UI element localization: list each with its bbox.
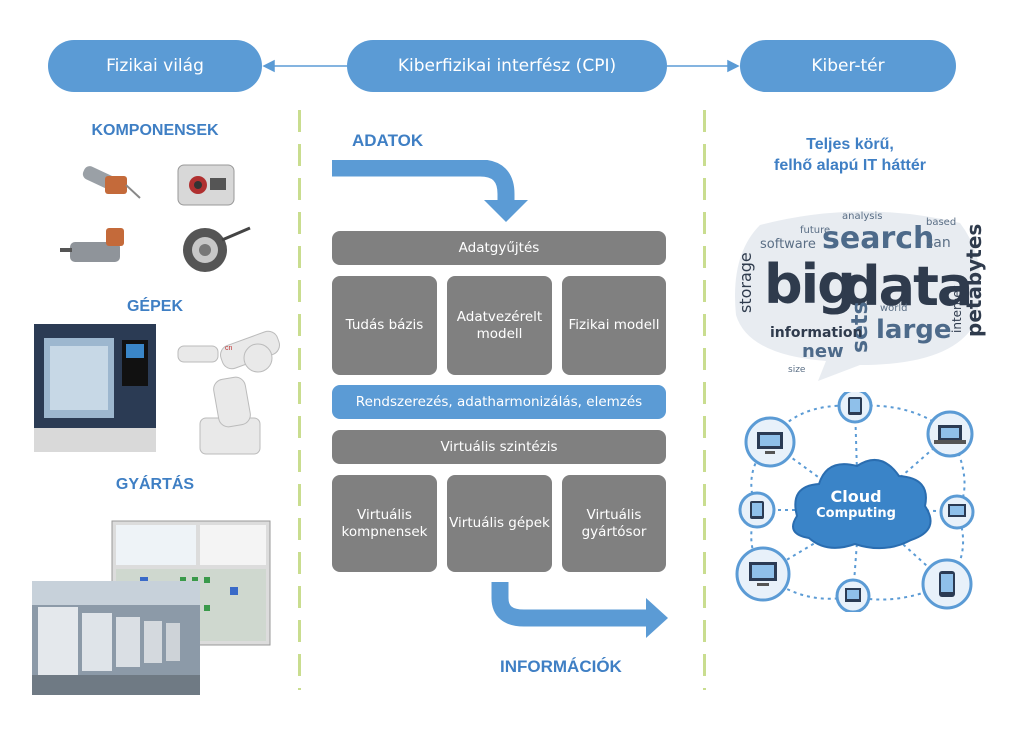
robot-arm-icon: cn xyxy=(177,330,280,455)
word-new: new xyxy=(802,341,844,362)
word-future: future xyxy=(800,225,831,236)
connector-icon xyxy=(60,228,124,262)
svg-text:cn: cn xyxy=(225,345,233,352)
word-information: information xyxy=(770,325,863,341)
big-data-word-cloud: big data search software storage petabyt… xyxy=(730,205,990,385)
sensor-icon xyxy=(82,166,141,199)
cnc-machine-icon xyxy=(34,324,156,452)
arrow-to-cyber xyxy=(667,59,740,73)
knowledge-base-box: Tudás bázis xyxy=(332,276,437,375)
tablet-node-left-icon xyxy=(738,491,776,529)
cloud-shape xyxy=(792,458,932,550)
word-search: search xyxy=(822,221,935,256)
word-large: large xyxy=(876,315,952,345)
cpi-pill: Kiberfizikai interfész (CPI) xyxy=(347,40,667,92)
device-nodes xyxy=(735,392,975,612)
word-world: world xyxy=(880,303,908,314)
virtual-synthesis-box: Virtuális szintézis xyxy=(332,430,666,464)
virtual-components-box: Virtuális kompnensek xyxy=(332,475,437,572)
monitor-node-right-icon xyxy=(939,494,975,530)
physical-model-box: Fizikai modell xyxy=(562,276,666,375)
data-driven-model-box: Adatvezérelt modell xyxy=(447,276,552,375)
it-background-title-1: Teljes körű, xyxy=(806,136,894,153)
machines-images: cn xyxy=(34,324,280,455)
word-software: software xyxy=(760,237,816,252)
laptop-node-icon xyxy=(926,410,974,458)
word-internet: internet xyxy=(950,285,964,333)
it-background-title-2: felhő alapú IT háttér xyxy=(773,157,926,174)
word-based: based xyxy=(926,217,957,228)
cloud-network xyxy=(735,392,975,612)
left-divider xyxy=(298,110,301,690)
information-arrow xyxy=(491,582,668,638)
data-arrow xyxy=(332,160,528,222)
components-images xyxy=(60,164,251,272)
desktop-node-bottom-left-icon xyxy=(735,546,791,602)
word-petabytes: petabytes xyxy=(962,223,986,337)
tablet-node-top-icon xyxy=(837,392,873,424)
cloud-label-2: Computing xyxy=(816,506,896,521)
phone-node-bottom-right-icon xyxy=(921,558,973,610)
header-arrows xyxy=(262,59,740,73)
factory-floor-icon xyxy=(32,581,200,695)
production-title: GYÁRTÁS xyxy=(115,476,195,493)
word-data: data xyxy=(842,255,973,318)
load-cell-icon xyxy=(183,226,251,272)
camera-sensor-icon xyxy=(177,164,235,206)
virtual-production-line-box: Virtuális gyártósor xyxy=(562,475,666,572)
organization-analysis-box: Rendszerezés, adatharmonizálás, elemzés xyxy=(332,385,666,419)
machines-title: GÉPEK xyxy=(126,298,183,315)
phone-node-bottom-icon xyxy=(835,578,871,612)
word-analysis: analysis xyxy=(842,211,883,222)
cyber-space-pill: Kiber-tér xyxy=(740,40,956,92)
arrow-to-physical xyxy=(262,59,347,73)
desktop-node-icon xyxy=(744,416,796,468)
data-title: ADATOK xyxy=(352,131,424,150)
word-san: san xyxy=(926,235,951,251)
word-size: size xyxy=(788,365,806,375)
cloud-label-1: Cloud xyxy=(830,487,882,506)
word-big: big xyxy=(764,253,856,316)
word-storage: storage xyxy=(736,252,755,313)
right-divider xyxy=(703,110,706,690)
information-title: INFORMÁCIÓK xyxy=(500,657,622,676)
virtual-machines-box: Virtuális gépek xyxy=(447,475,552,572)
physical-world-pill: Fizikai világ xyxy=(48,40,262,92)
data-collection-box: Adatgyűjtés xyxy=(332,231,666,265)
components-title: KOMPONENSEK xyxy=(91,122,219,139)
speech-bubble-shape xyxy=(735,211,981,381)
production-images xyxy=(32,520,271,695)
